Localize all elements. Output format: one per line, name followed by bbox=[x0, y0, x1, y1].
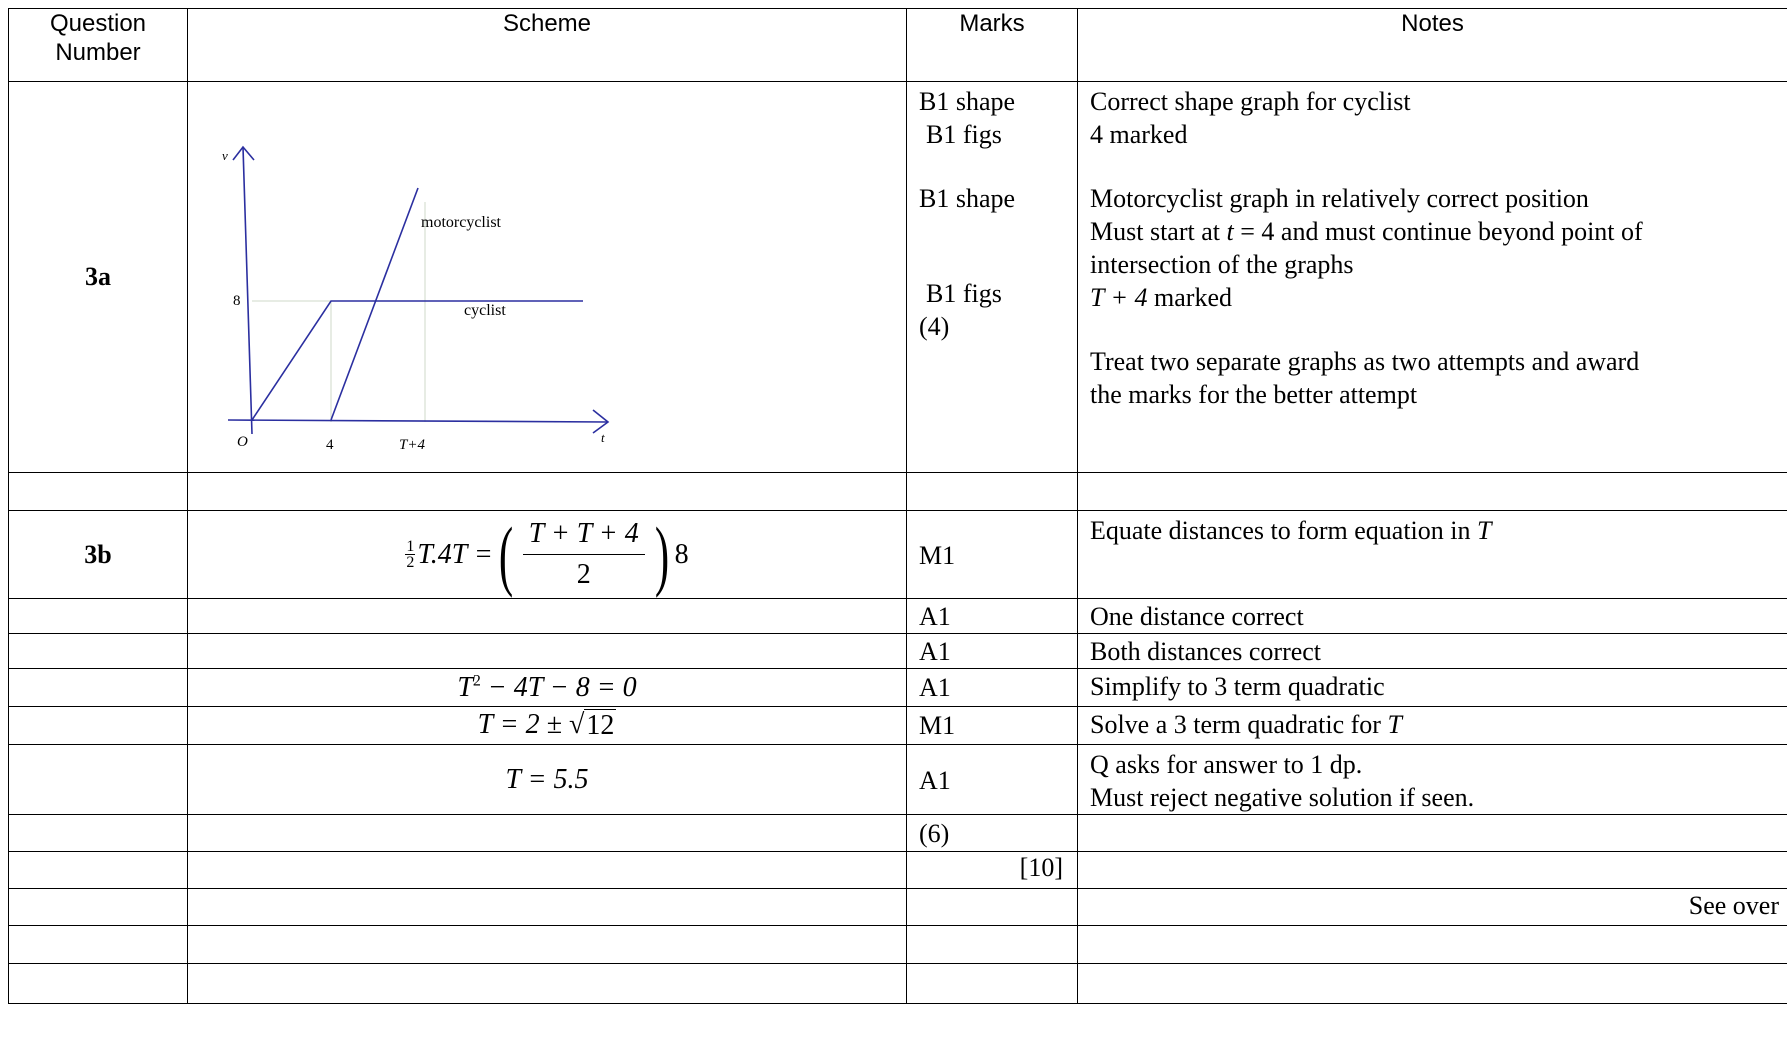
scheme-quadratic: T2 − 4T − 8 = 0 bbox=[187, 668, 907, 707]
mark-b1-figs-2: B1 figs bbox=[926, 279, 1002, 308]
motorcyclist-label: motorcyclist bbox=[421, 214, 502, 231]
note-3b-2: Both distances correct bbox=[1077, 633, 1787, 669]
mark-subtotal-4: (4) bbox=[919, 312, 950, 341]
note-t4-marked: T + 4 marked bbox=[1090, 283, 1233, 312]
cyclist-label: cyclist bbox=[464, 302, 506, 319]
scheme-graph-cell: v t O 8 4 T+4 motorcyclist cyclist bbox=[187, 81, 907, 473]
row-3b-a1-one: A1 One distance correct bbox=[8, 598, 1787, 634]
empty-row-1 bbox=[8, 925, 1787, 964]
note-3b-4: Solve a 3 term quadratic for T bbox=[1077, 706, 1787, 745]
header-marks: Marks bbox=[906, 8, 1078, 82]
header-scheme: Scheme bbox=[187, 8, 907, 82]
mark-scheme-page: Question Number Scheme Marks Notes 3a bbox=[8, 8, 1787, 1004]
question-label-3a: 3a bbox=[8, 81, 188, 473]
t-axis bbox=[227, 419, 609, 423]
notes-cell-3a: Correct shape graph for cyclist 4 marked… bbox=[1077, 81, 1787, 473]
header-question-number: Question Number bbox=[8, 8, 188, 82]
header-row: Question Number Scheme Marks Notes bbox=[8, 8, 1787, 82]
note-motorcyclist-position: Motorcyclist graph in relatively correct… bbox=[1090, 184, 1589, 213]
note-3b-1: One distance correct bbox=[1077, 598, 1787, 634]
empty-row-2 bbox=[8, 963, 1787, 1004]
t-axis-label: t bbox=[601, 430, 605, 445]
scheme-solve: T = 2 ± √12 bbox=[187, 706, 907, 745]
note-two-attempts: Treat two separate graphs as two attempt… bbox=[1090, 347, 1640, 376]
scheme-answer: T = 5.5 bbox=[187, 744, 907, 815]
see-over-text: See over bbox=[1077, 888, 1787, 926]
velocity-time-graph: v t O 8 4 T+4 motorcyclist cyclist bbox=[222, 145, 610, 453]
mark-3b-4: M1 bbox=[906, 706, 1078, 745]
mark-b1-figs-1: B1 figs bbox=[926, 120, 1002, 149]
v-axis bbox=[242, 146, 253, 435]
row-3b-answer: T = 5.5 A1 Q asks for answer to 1 dp. Mu… bbox=[8, 744, 1787, 815]
y-tick-8: 8 bbox=[233, 293, 241, 309]
mark-b1-shape-2: B1 shape bbox=[919, 184, 1016, 213]
mark-subtotal-6: (6) bbox=[906, 814, 1078, 852]
mark-3b-3: A1 bbox=[906, 668, 1078, 707]
marks-cell-3a: B1 shape B1 figs B1 shape B1 figs (4) bbox=[906, 81, 1078, 473]
mark-3b-5: A1 bbox=[906, 744, 1078, 815]
spacer-row bbox=[8, 472, 1787, 511]
origin-label: O bbox=[237, 434, 248, 450]
mark-b1-shape-1: B1 shape bbox=[919, 87, 1016, 116]
mark-scheme-table: Question Number Scheme Marks Notes 3a bbox=[8, 8, 1787, 1004]
note-3b-5: Q asks for answer to 1 dp. Must reject n… bbox=[1077, 744, 1787, 815]
row-3b-solve: T = 2 ± √12 M1 Solve a 3 term quadratic … bbox=[8, 706, 1787, 745]
row-3a: 3a v t O 8 4 T bbox=[8, 81, 1787, 473]
mark-3b-2: A1 bbox=[906, 633, 1078, 669]
v-axis-arrow bbox=[232, 145, 255, 161]
row-see-over: See over bbox=[8, 888, 1787, 926]
row-total: [10] bbox=[8, 851, 1787, 889]
question-label-3b: 3b bbox=[8, 510, 188, 599]
note-4-marked: 4 marked bbox=[1090, 120, 1188, 149]
note-intersection: intersection of the graphs bbox=[1090, 250, 1354, 279]
motorcyclist-line bbox=[330, 187, 419, 421]
note-must-start: Must start at t = 4 and must continue be… bbox=[1090, 217, 1643, 246]
note-3b-3: Simplify to 3 term quadratic bbox=[1077, 668, 1787, 707]
note-better-attempt: the marks for the better attempt bbox=[1090, 380, 1418, 409]
mark-3b-1: A1 bbox=[906, 598, 1078, 634]
mark-total-10: [10] bbox=[906, 851, 1078, 889]
cyclist-line bbox=[251, 300, 583, 421]
row-3b-subtotal: (6) bbox=[8, 814, 1787, 852]
x-tick-4: 4 bbox=[326, 437, 334, 453]
note-cyclist-shape: Correct shape graph for cyclist bbox=[1090, 87, 1411, 116]
v-axis-label: v bbox=[222, 148, 228, 163]
mark-3b-0: M1 bbox=[906, 510, 1078, 599]
row-3b-a1-both: A1 Both distances correct bbox=[8, 633, 1787, 669]
note-3b-0: Equate distances to form equation in T bbox=[1077, 510, 1787, 599]
header-notes: Notes bbox=[1077, 8, 1787, 82]
t-axis-arrow bbox=[592, 409, 610, 434]
x-tick-t-plus-4: T+4 bbox=[399, 437, 425, 453]
row-3b-quadratic: T2 − 4T − 8 = 0 A1 Simplify to 3 term qu… bbox=[8, 668, 1787, 707]
